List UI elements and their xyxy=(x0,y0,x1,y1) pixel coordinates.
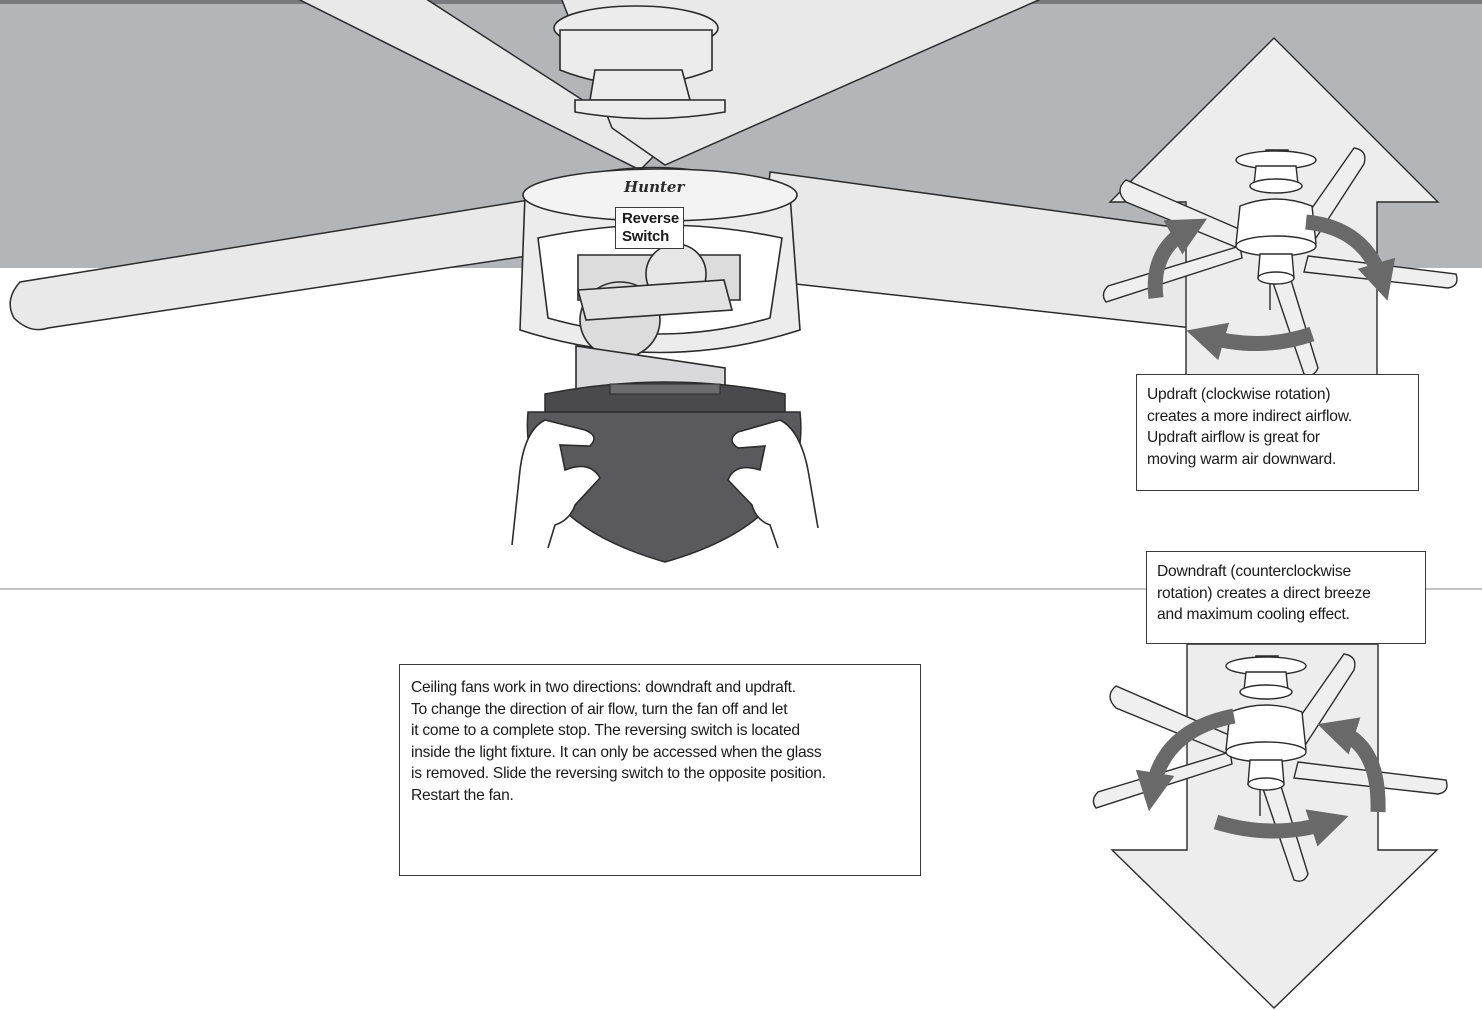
downdraft-text: Downdraft (counterclockwise rotation) cr… xyxy=(1157,561,1415,626)
brand-logo: Hunter xyxy=(624,178,684,196)
updraft-callout: Updraft (clockwise rotation) creates a m… xyxy=(1136,374,1419,491)
instructions-callout: Ceiling fans work in two directions: dow… xyxy=(399,664,921,876)
reverse-switch-label: Reverse Switch xyxy=(615,207,684,249)
downdraft-callout: Downdraft (counterclockwise rotation) cr… xyxy=(1146,551,1426,644)
reverse-switch-text: Reverse Switch xyxy=(622,210,677,246)
instructions-text: Ceiling fans work in two directions: dow… xyxy=(411,677,909,807)
updraft-text: Updraft (clockwise rotation) creates a m… xyxy=(1147,384,1408,470)
downdraft-illustration xyxy=(1093,644,1447,1008)
